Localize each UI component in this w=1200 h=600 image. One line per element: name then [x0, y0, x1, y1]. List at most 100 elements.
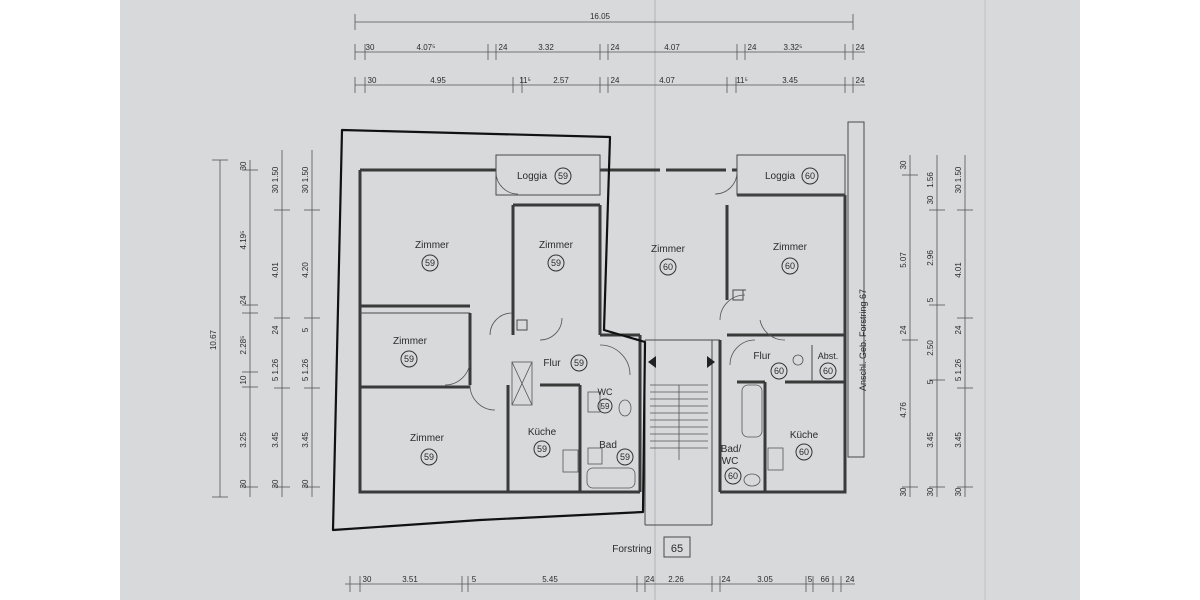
dim-top2-4: 24 — [611, 76, 620, 85]
dim-left-a6: 30 — [239, 479, 248, 488]
dim-left-a5: 3.25 — [239, 432, 248, 448]
dim-right-c4: 3.45 — [954, 432, 963, 448]
room-label: Bad — [599, 440, 617, 451]
dim-bottom-1: 3.51 — [402, 575, 418, 584]
room-number: 59 — [601, 402, 610, 411]
room-number: 59 — [404, 354, 414, 364]
room-label: Zimmer — [410, 433, 445, 444]
dim-right-b7: 30 — [926, 487, 935, 496]
neighbour-building-strip — [847, 121, 865, 458]
dim-left-a0: 30 — [239, 161, 248, 170]
dim-right-a0: 30 — [899, 160, 908, 169]
dim-top2-1: 4.95 — [430, 76, 446, 85]
bottom-dimension-chain: 30 3.51 5 5.45 24 2.26 24 3.05 5 66 24 — [345, 575, 855, 592]
room-loggia-left: Loggia 59 — [517, 167, 572, 185]
dim-top1-0: 30 — [366, 43, 375, 52]
dim-right-c1: 4.01 — [954, 262, 963, 278]
dim-left-b2: 24 — [271, 325, 280, 334]
dim-left-a3: 2.28⁵ — [239, 336, 248, 355]
bathtub-right-icon — [741, 384, 763, 438]
dim-bottom-9: 66 — [821, 575, 830, 584]
dim-left-c1: 4.20 — [301, 262, 310, 278]
room-zimmer-6: Zimmer 59 — [410, 433, 445, 466]
dim-bottom-0: 30 — [363, 575, 372, 584]
right-dimension-chain: 30 5.07 24 4.76 30 1.56 30 2.96 5 2.50 5… — [899, 155, 973, 497]
dim-left-a1: 4.19⁵ — [239, 231, 248, 250]
dim-top1-7: 3.32⁵ — [784, 43, 803, 52]
stair-arrow-right-icon — [707, 356, 715, 368]
room-label: Zimmer — [773, 242, 808, 253]
room-number: 59 — [574, 358, 584, 368]
dim-top2-2: 11⁵ — [519, 76, 531, 85]
dim-right-a4: 30 — [899, 487, 908, 496]
room-abst-right: Abst. 60 — [818, 351, 839, 380]
room-zimmer-5: Zimmer 59 — [393, 336, 428, 368]
dim-right-a3: 4.76 — [899, 402, 908, 418]
room-label: WC — [598, 387, 613, 397]
room-number: 59 — [551, 258, 561, 268]
dim-overall: 16.05 — [590, 12, 611, 21]
walls — [358, 121, 865, 526]
dim-left-c0: 30 1.50 — [301, 166, 310, 193]
dim-left-b0: 30 1.50 — [271, 166, 280, 193]
room-number: 59 — [620, 452, 630, 462]
room-label: Abst. — [818, 351, 839, 361]
room-label: Zimmer — [393, 336, 428, 347]
room-bad-left: Bad 59 — [599, 440, 634, 466]
door-swings — [444, 171, 786, 411]
room-label: Flur — [543, 358, 561, 369]
room-zimmer-1: Zimmer 59 — [415, 240, 450, 272]
dim-bottom-4: 24 — [646, 575, 655, 584]
dim-top1-4: 24 — [611, 43, 620, 52]
dim-left-c5: 30 — [301, 479, 310, 488]
room-number: 60 — [785, 261, 795, 271]
room-label: Flur — [753, 351, 771, 362]
top-dimension-chain: 16.05 30 4.07⁵ 24 3.32 24 4.07 24 3.32⁵ … — [354, 12, 865, 93]
dim-left-a4: 10 — [239, 375, 248, 384]
dim-bottom-5: 2.26 — [668, 575, 684, 584]
dim-top1-2: 24 — [499, 43, 508, 52]
room-wc-left: WC 59 — [597, 387, 613, 414]
dim-right-b6: 3.45 — [926, 432, 935, 448]
dim-top1-6: 24 — [748, 43, 757, 52]
washbasin-left-icon — [587, 391, 601, 413]
fixture-abst-icon — [792, 354, 804, 366]
street-name: Forstring — [612, 544, 651, 555]
stove-left-icon — [562, 449, 579, 473]
dim-right-c2: 24 — [954, 325, 963, 334]
dim-left-b5: 30 — [271, 479, 280, 488]
loggia-left-box — [495, 154, 601, 196]
room-flur-left: Flur 59 — [543, 354, 588, 372]
dim-bottom-7: 3.05 — [757, 575, 773, 584]
room-number: 60 — [805, 171, 815, 181]
room-zimmer-4: Zimmer 60 — [773, 242, 808, 275]
room-label: Zimmer — [651, 244, 686, 255]
room-label: Küche — [790, 430, 819, 441]
dim-right-b2: 2.96 — [926, 250, 935, 266]
dim-top2-8: 24 — [856, 76, 865, 85]
dim-bottom-2: 5 — [472, 575, 477, 584]
dim-top2-5: 4.07 — [659, 76, 675, 85]
washbasin-left-2-icon — [587, 447, 603, 465]
sanitary-fixtures — [562, 354, 804, 489]
dim-right-b1: 30 — [926, 195, 935, 204]
room-number: 59 — [425, 258, 435, 268]
room-label: Zimmer — [539, 240, 574, 251]
staircase — [650, 384, 708, 460]
dim-top2-3: 2.57 — [553, 76, 569, 85]
dim-right-c0: 30 1.50 — [954, 166, 963, 193]
dim-left-c2: 5 — [301, 327, 310, 332]
room-kueche-right: Küche 60 — [790, 430, 819, 461]
bathtub-left-icon — [586, 467, 636, 489]
dim-right-b4: 2.50 — [926, 340, 935, 356]
dim-top1-1: 4.07⁵ — [417, 43, 436, 52]
room-badwc-right: Bad/ WC 60 — [721, 444, 742, 485]
dim-top1-8: 24 — [856, 43, 865, 52]
room-number: 60 — [774, 366, 784, 376]
room-number: 59 — [537, 444, 547, 454]
room-label: Küche — [528, 427, 557, 438]
room-kueche-left: Küche 59 — [528, 427, 557, 458]
dim-left-c4: 3.45 — [301, 432, 310, 448]
neighbour-building-label: Anschl. Geb. Forstring 67 — [858, 289, 868, 391]
